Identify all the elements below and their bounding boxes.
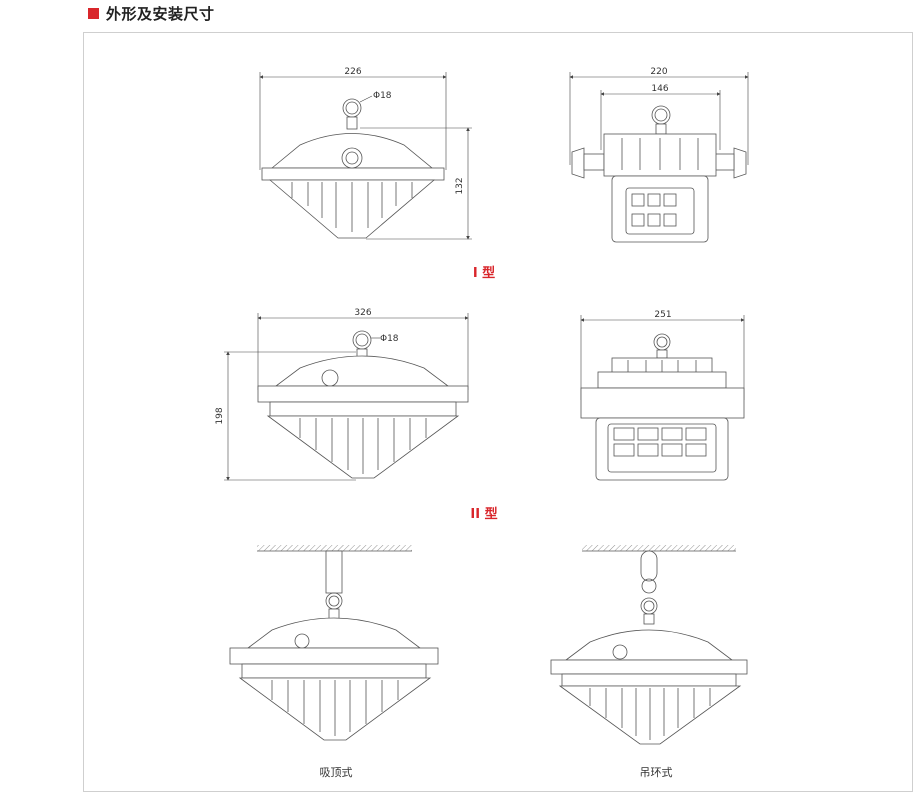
type1-side-view: 220 146: [569, 67, 749, 243]
type1-front-height-dim: 132: [455, 177, 465, 194]
type2-front-view: 326 Φ18 198: [215, 308, 469, 481]
type1-label: I 型: [473, 265, 495, 281]
type1-front-view: 226 Φ18 132: [259, 67, 472, 240]
type2-front-width-dim: 326: [354, 308, 371, 318]
type2-front-ring-dim: Φ18: [380, 334, 399, 344]
type1-front-width-dim: 226: [344, 67, 361, 77]
type1-side-inner-dim: 146: [651, 84, 668, 94]
pendant-mount-view: [550, 545, 748, 745]
type2-label: II 型: [470, 506, 497, 522]
type1-side-outer-dim: 220: [650, 67, 667, 77]
ceiling-mount-view: [229, 545, 439, 741]
type2-front-height-dim: 198: [215, 407, 225, 424]
ceiling-mount-label: 吸顶式: [320, 766, 353, 779]
section-title: 外形及安装尺寸: [106, 4, 215, 23]
type2-side-width-dim: 251: [654, 310, 671, 320]
type2-side-view: 251: [580, 310, 745, 481]
pendant-mount-label: 吊环式: [640, 766, 673, 779]
type1-front-ring-dim: Φ18: [373, 91, 392, 101]
header-marker: [88, 7, 99, 19]
section-header: 外形及安装尺寸: [88, 2, 215, 24]
